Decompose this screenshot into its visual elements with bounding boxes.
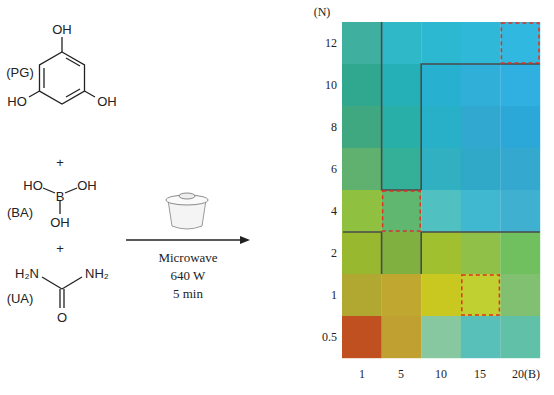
chem-group: OH — [77, 179, 97, 192]
color-cell — [342, 232, 382, 274]
axis-label: 6 — [331, 163, 337, 175]
color-cell — [421, 232, 461, 274]
chem-atom: B — [56, 190, 65, 203]
color-cell — [342, 22, 382, 64]
compound-label: (PG) — [6, 66, 33, 79]
color-cell — [461, 64, 501, 106]
color-cell — [500, 316, 540, 358]
color-cell — [461, 232, 501, 274]
color-cell — [500, 64, 540, 106]
color-cell — [342, 274, 382, 316]
crucible-icon — [166, 193, 208, 229]
color-cell — [421, 64, 461, 106]
axis-label: 5 — [398, 368, 404, 380]
chem-atom: O — [57, 311, 67, 324]
color-cell — [382, 106, 422, 148]
reaction-arrow — [126, 236, 250, 244]
chem-group: NH₂ — [85, 267, 109, 280]
chem-group: HO — [23, 179, 43, 192]
color-cell — [382, 316, 422, 358]
color-cell — [461, 22, 501, 64]
color-cell — [500, 22, 540, 64]
color-cell — [421, 22, 461, 64]
color-cell — [421, 274, 461, 316]
color-cell — [342, 316, 382, 358]
color-cell — [500, 274, 540, 316]
plus-sign: + — [56, 156, 64, 169]
compound-label: (UA) — [7, 292, 34, 305]
axis-label: 2 — [331, 247, 337, 259]
color-cell — [382, 190, 422, 232]
color-grid — [342, 22, 540, 358]
color-cell — [461, 148, 501, 190]
axis-label: 12 — [325, 37, 337, 49]
color-cell — [500, 148, 540, 190]
chem-group: OH — [97, 95, 117, 108]
chem-group: OH — [52, 23, 72, 36]
region-boundary — [343, 22, 540, 274]
color-cell — [500, 190, 540, 232]
axis-label: 10 — [325, 79, 337, 91]
color-cell — [421, 106, 461, 148]
axis-label: 0.5 — [322, 331, 337, 343]
color-cell — [500, 232, 540, 274]
color-cell — [382, 274, 422, 316]
color-cell — [342, 64, 382, 106]
boric-acid-structure — [43, 188, 77, 214]
axis-label: 10 — [435, 368, 447, 380]
axis-label: (N) — [314, 6, 331, 18]
color-cell — [421, 316, 461, 358]
color-cell — [382, 232, 422, 274]
axis-label: 1 — [359, 368, 365, 380]
color-cell — [382, 64, 422, 106]
reaction-condition: 640 W — [171, 269, 206, 282]
color-cell — [342, 106, 382, 148]
plus-sign: + — [56, 242, 64, 255]
axis-label: 20(B) — [512, 368, 540, 380]
color-cell — [461, 190, 501, 232]
phloroglucinol-structure — [29, 37, 95, 104]
color-cell — [382, 148, 422, 190]
urea-structure — [42, 277, 82, 308]
color-cell — [421, 190, 461, 232]
color-cell — [500, 106, 540, 148]
axis-label: 1 — [331, 289, 337, 301]
color-cell — [342, 148, 382, 190]
reaction-condition: 5 min — [173, 287, 203, 300]
highlight-box — [383, 23, 539, 315]
color-cell — [461, 316, 501, 358]
axis-label: 15 — [474, 368, 486, 380]
color-cell — [382, 22, 422, 64]
axis-label: 8 — [331, 121, 337, 133]
compound-label: (BA) — [7, 206, 33, 219]
chem-group: OH — [50, 216, 70, 229]
chem-group: HO — [7, 95, 27, 108]
axis-label: 4 — [331, 205, 337, 217]
reaction-condition: Microwave — [158, 251, 217, 264]
color-cell — [342, 190, 382, 232]
color-cell — [461, 274, 501, 316]
color-cell — [421, 148, 461, 190]
color-cell — [461, 106, 501, 148]
chem-group: H₂N — [15, 267, 39, 280]
